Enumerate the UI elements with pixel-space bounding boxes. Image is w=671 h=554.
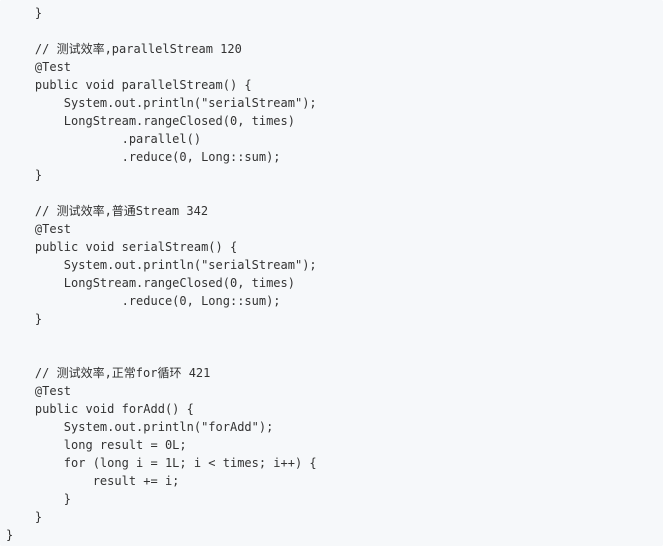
code-text: } xyxy=(6,492,72,506)
code-text: } xyxy=(6,510,43,524)
code-block: } // 测试效率,parallelStream 120 @Test publi… xyxy=(0,4,663,544)
code-line-29: } xyxy=(0,508,663,526)
code-line-25: long result = 0L; xyxy=(0,436,663,454)
code-line-6: System.out.println("serialStream"); xyxy=(0,94,663,112)
code-text: .reduce(0, Long::sum); xyxy=(6,294,281,308)
code-line-3: // 测试效率,parallelStream 120 xyxy=(0,40,663,58)
code-text: LongStream.rangeClosed(0, times) xyxy=(6,114,295,128)
code-line-1: } xyxy=(0,4,663,22)
code-line-27: result += i; xyxy=(0,472,663,490)
code-line-8: .parallel() xyxy=(0,130,663,148)
code-text: LongStream.rangeClosed(0, times) xyxy=(6,276,295,290)
code-line-19 xyxy=(0,328,663,346)
code-text: result += i; xyxy=(6,474,180,488)
code-line-16: LongStream.rangeClosed(0, times) xyxy=(0,274,663,292)
code-line-26: for (long i = 1L; i < times; i++) { xyxy=(0,454,663,472)
code-comment: // 测试效率,普通Stream 342 xyxy=(6,204,209,218)
code-line-12: // 测试效率,普通Stream 342 xyxy=(0,202,663,220)
code-text: System.out.println("serialStream"); xyxy=(6,96,317,110)
code-text: } xyxy=(6,528,14,542)
code-line-14: public void serialStream() { xyxy=(0,238,663,256)
code-line-28: } xyxy=(0,490,663,508)
code-text: System.out.println("serialStream"); xyxy=(6,258,317,272)
code-line-15: System.out.println("serialStream"); xyxy=(0,256,663,274)
code-line-20 xyxy=(0,346,663,364)
code-line-18: } xyxy=(0,310,663,328)
code-line-24: System.out.println("forAdd"); xyxy=(0,418,663,436)
code-line-13: @Test xyxy=(0,220,663,238)
code-annotation: @Test xyxy=(6,60,72,74)
code-comment: // 测试效率,parallelStream 120 xyxy=(6,42,242,56)
code-line-21: // 测试效率,正常for循环 421 xyxy=(0,364,663,382)
code-line-5: public void parallelStream() { xyxy=(0,76,663,94)
code-text: } xyxy=(6,312,43,326)
code-line-22: @Test xyxy=(0,382,663,400)
code-text: public void forAdd() { xyxy=(6,402,194,416)
code-text: long result = 0L; xyxy=(6,438,187,452)
code-annotation: @Test xyxy=(6,222,72,236)
code-comment: // 测试效率,正常for循环 421 xyxy=(6,366,211,380)
code-line-30: } xyxy=(0,526,663,544)
code-text: public void parallelStream() { xyxy=(6,78,252,92)
code-text: public void serialStream() { xyxy=(6,240,238,254)
code-text: .parallel() xyxy=(6,132,202,146)
code-text: for (long i = 1L; i < times; i++) { xyxy=(6,456,317,470)
code-line-4: @Test xyxy=(0,58,663,76)
code-line-9: .reduce(0, Long::sum); xyxy=(0,148,663,166)
code-line-7: LongStream.rangeClosed(0, times) xyxy=(0,112,663,130)
code-line-11 xyxy=(0,184,663,202)
code-line-17: .reduce(0, Long::sum); xyxy=(0,292,663,310)
code-text: } xyxy=(6,168,43,182)
code-line-2 xyxy=(0,22,663,40)
code-text: System.out.println("forAdd"); xyxy=(6,420,274,434)
code-line-10: } xyxy=(0,166,663,184)
code-text: .reduce(0, Long::sum); xyxy=(6,150,281,164)
code-annotation: @Test xyxy=(6,384,72,398)
code-text: } xyxy=(6,6,43,20)
code-line-23: public void forAdd() { xyxy=(0,400,663,418)
